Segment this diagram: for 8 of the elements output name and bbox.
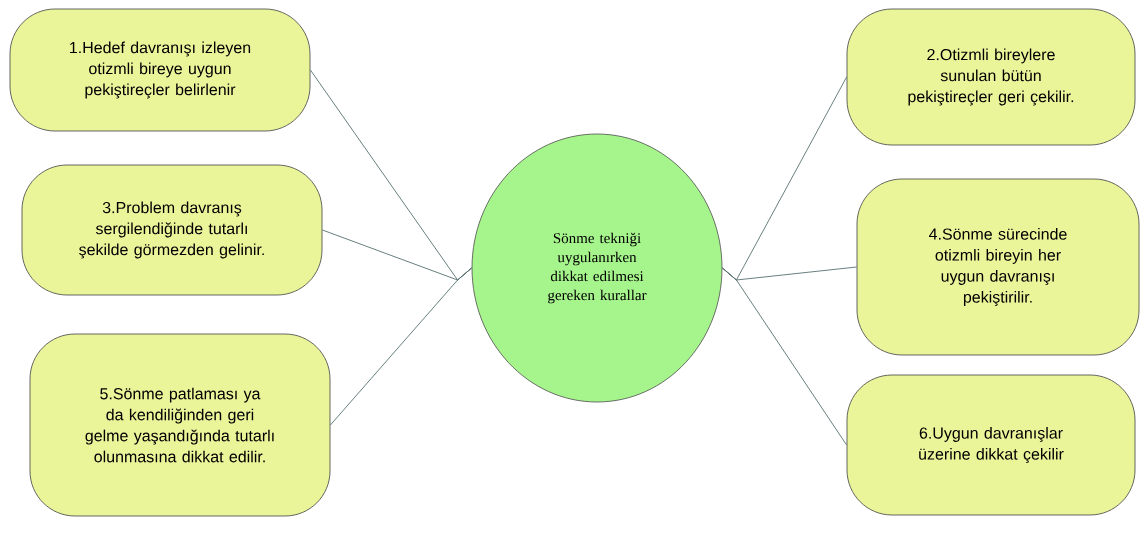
- rule-box: 3.Problem davranış sergilendiğinde tutarlı şekilde görmezden gelinir.: [21, 164, 323, 296]
- rule-box: 4.Sönme sürecinde otizmli bireyin her uygun davranışı pekiştirilir.: [856, 178, 1140, 356]
- connector-line: [721, 267, 848, 446]
- rule-box: 5.Sönme patlaması ya da kendiliğinden geri gelme yaşandığında tutarlı olunmasına dikkat edilir.: [29, 333, 331, 517]
- connector-line: [329, 267, 473, 426]
- rule-box: 2.Otizmli bireylere sunulan bütün pekiştireçler geri çekilir.: [846, 8, 1136, 146]
- rule-box: 6.Uygun davranışlar üzerine dikkat çekilir: [846, 374, 1136, 516]
- rule-box: 1.Hedef davranışı izleyen otizmli bireye uygun pekiştireçler belirlenir: [9, 8, 311, 132]
